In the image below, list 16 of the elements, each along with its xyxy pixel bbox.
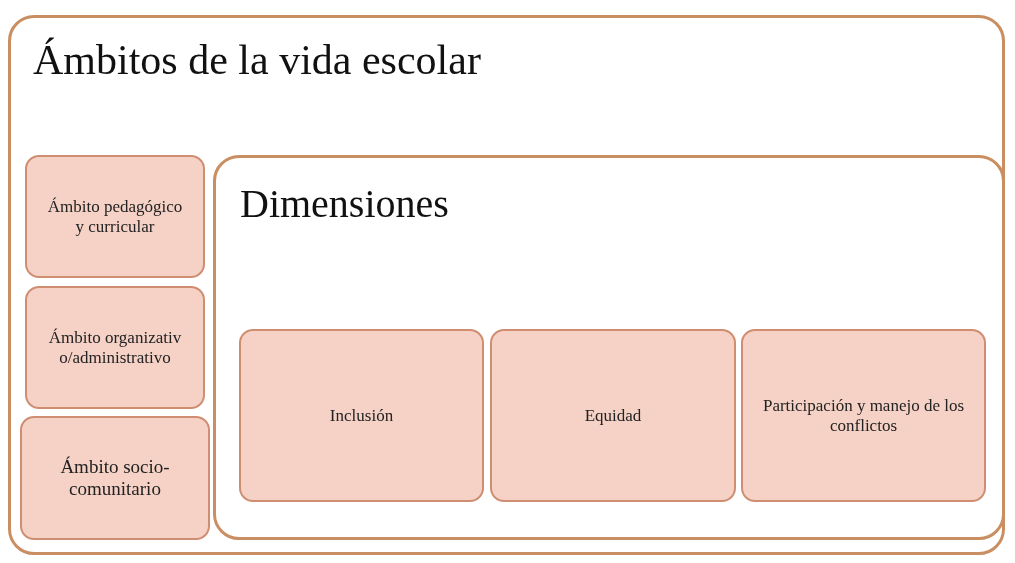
category-label: Ámbito organizativo/administrativo: [47, 327, 183, 368]
category-box: [239, 329, 484, 502]
category-box: [741, 329, 986, 502]
category-label: Participación y manejo de los conflictos: [761, 395, 966, 436]
category-label: Equidad: [583, 405, 643, 426]
category-label: Inclusión: [328, 405, 395, 426]
category-label: Ámbito pedagógico y curricular: [46, 196, 184, 237]
group-container: [213, 155, 1005, 540]
category-box: [25, 286, 205, 409]
group-title: Dimensiones: [240, 180, 449, 227]
category-box: [20, 416, 210, 540]
group-title: Ámbitos de la vida escolar: [33, 36, 481, 84]
category-label: Ámbito socio-comunitario: [59, 456, 171, 500]
category-box: [490, 329, 736, 502]
group-container: [8, 15, 1005, 555]
category-box: [25, 155, 205, 278]
